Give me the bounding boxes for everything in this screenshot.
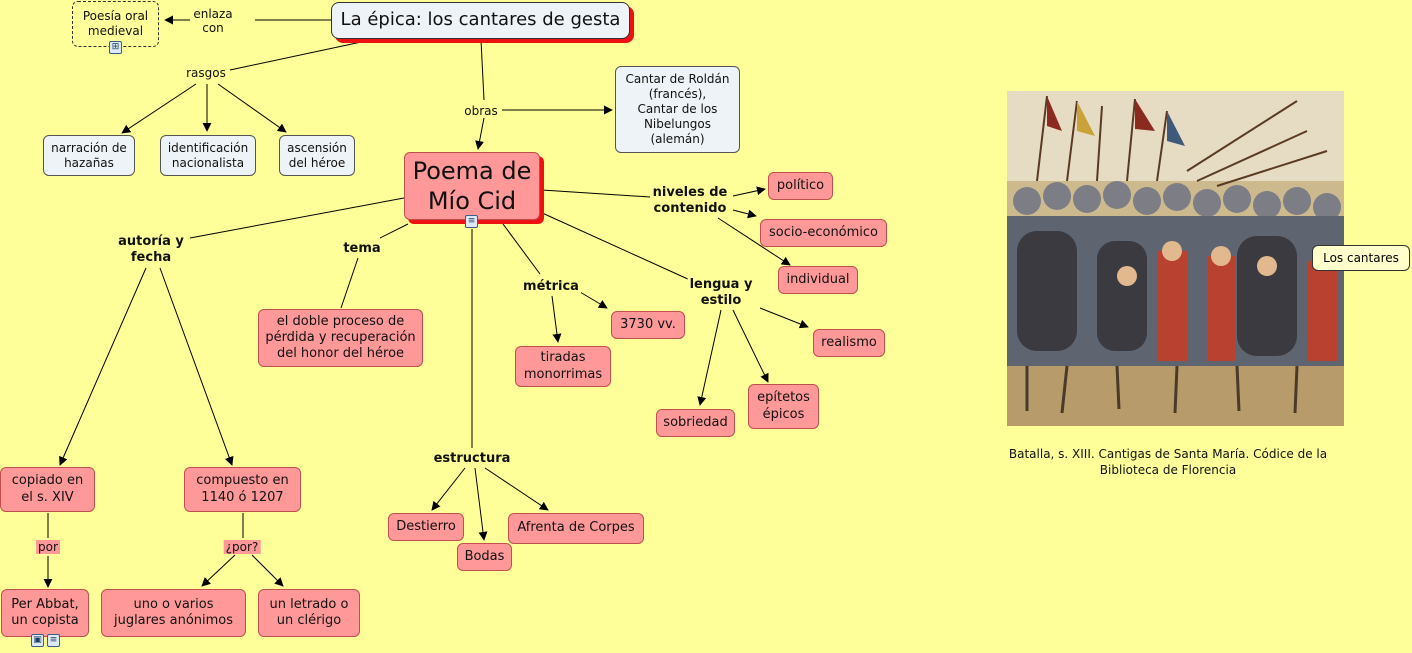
document-icon[interactable]: ≡ xyxy=(47,634,60,647)
node-copiado[interactable]: copiado en el s. XIV xyxy=(0,467,95,512)
node-socio-economico[interactable]: socio-económico xyxy=(760,219,887,247)
node-letrado[interactable]: un letrado o un clérigo xyxy=(258,589,360,637)
concept-map-icon[interactable]: ⊞ xyxy=(109,41,122,54)
battle-miniature-image[interactable] xyxy=(1007,91,1344,426)
node-identificacion[interactable]: identificación nacionalista xyxy=(160,135,256,176)
label-tema: tema xyxy=(341,241,383,257)
document-icon[interactable]: ≡ xyxy=(465,215,478,228)
image-caption: Batalla, s. XIII. Cantigas de Santa Marí… xyxy=(1008,447,1328,478)
node-juglares[interactable]: uno o varios juglares anónimos xyxy=(101,589,246,637)
label-niveles: niveles de contenido xyxy=(650,185,730,217)
label-rasgos: rasgos xyxy=(184,66,228,81)
label-obras: obras xyxy=(462,104,500,119)
node-individual[interactable]: individual xyxy=(778,266,858,294)
node-ascension[interactable]: ascensión del héroe xyxy=(279,135,355,176)
node-politico[interactable]: político xyxy=(768,172,833,200)
label-por: por xyxy=(36,540,60,555)
node-mio-cid[interactable]: Poema de Mío Cid xyxy=(404,152,540,220)
node-destierro[interactable]: Destierro xyxy=(388,513,464,541)
node-per-abbat[interactable]: Per Abbat, un copista xyxy=(1,589,89,637)
node-narracion[interactable]: narración de hazañas xyxy=(43,135,135,176)
label-enlaza-con: enlaza con xyxy=(191,7,235,36)
tooltip-los-cantares: Los cantares xyxy=(1312,245,1410,271)
node-doble-proceso[interactable]: el doble proceso de pérdida y recuperaci… xyxy=(258,309,423,367)
battle-illustration xyxy=(1007,91,1344,426)
label-lengua: lengua y estilo xyxy=(687,277,755,309)
image-icon[interactable]: ▣ xyxy=(31,634,44,647)
label-metrica: métrica xyxy=(521,279,581,295)
node-sobriedad[interactable]: sobriedad xyxy=(656,409,735,437)
map-title[interactable]: La épica: los cantares de gesta xyxy=(331,2,630,39)
node-tiradas[interactable]: tiradas monorrimas xyxy=(515,346,611,387)
node-bodas[interactable]: Bodas xyxy=(457,543,512,571)
label-autoria: autoría y fecha xyxy=(116,234,186,266)
node-cantar-roldan[interactable]: Cantar de Roldán (francés), Cantar de lo… xyxy=(615,66,740,153)
node-epitetos[interactable]: epítetos épicos xyxy=(748,384,819,429)
node-realismo[interactable]: realismo xyxy=(813,329,885,357)
label-estructura: estructura xyxy=(431,451,513,467)
node-compuesto[interactable]: compuesto en 1140 ó 1207 xyxy=(184,467,301,512)
label-por-question: ¿por? xyxy=(223,540,261,555)
node-3730-vv[interactable]: 3730 vv. xyxy=(611,311,685,339)
node-afrenta[interactable]: Afrenta de Corpes xyxy=(508,513,644,544)
